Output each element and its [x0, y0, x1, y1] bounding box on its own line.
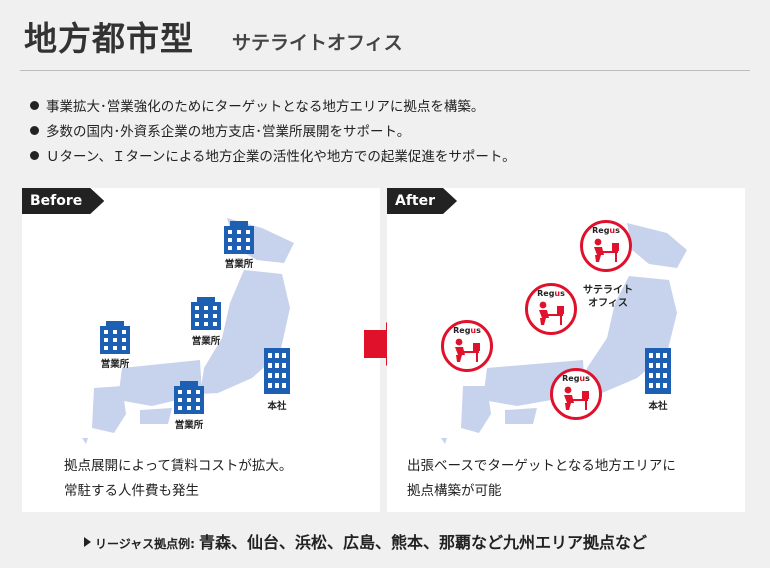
bullet-item: 事業拡大･営業強化のためにターゲットとなる地方エリアに拠点を構築。 [30, 95, 516, 120]
worker-at-desk-icon [539, 301, 564, 325]
before-tag: Before [22, 188, 104, 214]
bullet-item: Ｕターン、Ｉターンによる地方企業の活性化や地方での起業促進をサポート。 [30, 145, 516, 170]
page-subtitle: サテライトオフィス [232, 32, 403, 54]
headquarters-building-icon [645, 348, 671, 394]
bullet-dot-icon [30, 101, 39, 110]
bullet-dot-icon [30, 151, 39, 160]
regus-logo: Regus [537, 289, 565, 298]
triangle-right-icon [84, 537, 91, 547]
headquarters-label: 本社 [648, 401, 668, 412]
after-panel: Regus サテライト オフィス Regus Regus Regus [387, 188, 745, 512]
headquarters-building-icon [264, 348, 290, 394]
worker-at-desk-icon [564, 386, 589, 410]
bullet-item: 多数の国内･外資系企業の地方支店･営業所展開をサポート。 [30, 120, 516, 145]
before-caption: 拠点展開によって賃料コストが拡大。 常駐する人件費も発生 [64, 458, 293, 499]
worker-at-desk-icon [455, 338, 480, 362]
office-label: 営業所 [224, 259, 254, 270]
regus-logo: Regus [592, 226, 620, 235]
office-label: 営業所 [100, 359, 130, 370]
regus-logo: Regus [562, 374, 590, 383]
regus-satellite-office-icon: Regus [550, 368, 602, 420]
regus-satellite-office-icon: Regus [441, 320, 493, 372]
regus-satellite-office-icon: Regus [580, 220, 632, 272]
title-divider [20, 70, 750, 71]
before-panel: 営業所 営業所 営業所 営業所 本社 Before 拠点展開によって賃料コストが… [22, 188, 380, 512]
after-caption: 出張ベースでターゲットとなる地方エリアに 拠点構築が可能 [407, 458, 676, 499]
satellite-office-label: サテライト オフィス [583, 285, 633, 309]
bullet-dot-icon [30, 126, 39, 135]
page-title: 地方都市型 [24, 19, 194, 58]
worker-at-desk-icon [594, 238, 619, 262]
office-building-icon [191, 297, 221, 330]
footer-note: リージャス拠点例:青森、仙台、浜松、広島、熊本、那覇など九州エリア拠点など [84, 529, 647, 553]
office-label: 営業所 [174, 420, 204, 431]
office-building-icon [224, 221, 254, 254]
office-label: 営業所 [191, 336, 221, 347]
regus-satellite-office-icon: Regus [525, 283, 577, 335]
office-building-icon [100, 321, 130, 354]
office-building-icon [174, 381, 204, 414]
bullet-list: 事業拡大･営業強化のためにターゲットとなる地方エリアに拠点を構築。 多数の国内･… [30, 95, 516, 170]
regus-logo: Regus [453, 326, 481, 335]
after-tag: After [387, 188, 457, 214]
headquarters-label: 本社 [267, 401, 287, 412]
